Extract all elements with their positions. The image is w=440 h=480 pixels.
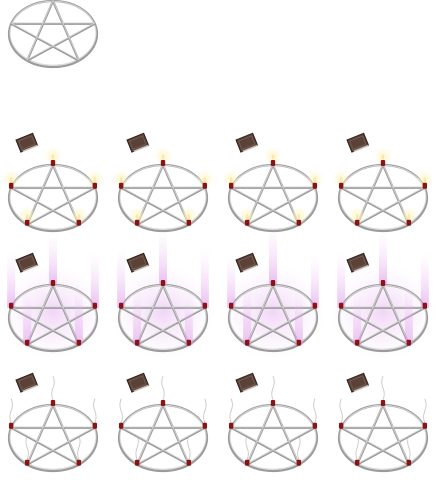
ritual-circle-sprite bbox=[0, 360, 110, 480]
candle-icon bbox=[289, 206, 308, 226]
candle-icon bbox=[269, 225, 277, 286]
candle-icon bbox=[76, 435, 82, 466]
candle-icon bbox=[112, 169, 131, 189]
candle-icon bbox=[8, 398, 14, 429]
candle-icon bbox=[200, 247, 209, 309]
ritual-circle-sprite bbox=[220, 225, 330, 360]
candle-icon bbox=[24, 435, 30, 466]
candle-icon bbox=[379, 233, 387, 286]
candle-icon bbox=[420, 251, 429, 309]
spellbook-icon bbox=[126, 252, 150, 273]
ritual-circle-sprite bbox=[110, 229, 220, 360]
candle-icon bbox=[23, 292, 32, 346]
candle-icon bbox=[202, 398, 208, 429]
candle-icon bbox=[92, 398, 98, 429]
candle-icon bbox=[74, 284, 83, 346]
candle-icon bbox=[184, 292, 193, 346]
candle-icon bbox=[160, 375, 166, 406]
ritual-circle-sprite bbox=[220, 360, 330, 480]
candle-icon bbox=[338, 398, 344, 429]
candle-icon bbox=[133, 288, 142, 346]
pentagram-icon bbox=[7, 403, 99, 473]
ritual-circle-sprite bbox=[330, 120, 440, 240]
spellbook-icon bbox=[235, 252, 259, 273]
candle-icon bbox=[134, 435, 140, 466]
ritual-circle-sprite bbox=[110, 120, 220, 240]
spellbook-icon bbox=[346, 372, 370, 393]
candle-icon bbox=[18, 206, 37, 226]
candle-icon bbox=[243, 284, 252, 346]
candle-icon bbox=[128, 206, 147, 226]
candle-icon bbox=[85, 169, 104, 189]
spellbook-icon bbox=[235, 372, 259, 393]
spellbook-icon bbox=[15, 252, 39, 273]
candle-icon bbox=[310, 255, 319, 309]
candle-icon bbox=[118, 398, 124, 429]
ritual-circle-sprite bbox=[330, 360, 440, 480]
candle-icon bbox=[227, 255, 236, 309]
candle-icon bbox=[49, 233, 57, 286]
candle-icon bbox=[117, 247, 126, 309]
candle-icon bbox=[7, 251, 16, 309]
candle-icon bbox=[296, 435, 302, 466]
candle-icon bbox=[348, 206, 367, 226]
candle-icon bbox=[294, 288, 303, 346]
candle-icon bbox=[374, 147, 392, 166]
spellbook-icon bbox=[346, 252, 370, 273]
ritual-circle-sprite bbox=[110, 360, 220, 480]
pentagram-icon bbox=[337, 403, 429, 473]
spellbook-icon bbox=[346, 132, 370, 153]
pentagram-icon bbox=[227, 403, 319, 473]
candle-icon bbox=[415, 169, 434, 189]
spellbook-icon bbox=[235, 132, 259, 153]
candle-icon bbox=[404, 284, 413, 346]
ritual-circle-sprite bbox=[0, 0, 110, 120]
candle-icon bbox=[186, 435, 192, 466]
candle-icon bbox=[195, 169, 214, 189]
candle-icon bbox=[69, 206, 88, 226]
candle-icon bbox=[337, 251, 346, 309]
ritual-circle-sprite bbox=[330, 233, 440, 360]
ritual-circle-sprite bbox=[0, 120, 110, 240]
candle-icon bbox=[2, 169, 21, 189]
candle-icon bbox=[354, 435, 360, 466]
candle-icon bbox=[222, 169, 241, 189]
ritual-circle-sprite bbox=[0, 233, 110, 360]
pentagram-icon bbox=[7, 0, 99, 69]
spellbook-icon bbox=[15, 132, 39, 153]
candle-icon bbox=[406, 435, 412, 466]
candle-icon bbox=[159, 229, 167, 286]
candle-icon bbox=[244, 435, 250, 466]
candle-icon bbox=[380, 375, 386, 406]
candle-icon bbox=[154, 147, 172, 166]
ritual-circle-sprite bbox=[220, 120, 330, 240]
candle-icon bbox=[422, 398, 428, 429]
candle-icon bbox=[50, 375, 56, 406]
candle-icon bbox=[44, 147, 62, 166]
candle-icon bbox=[399, 206, 418, 226]
candle-icon bbox=[90, 251, 99, 309]
candle-icon bbox=[332, 169, 351, 189]
candle-icon bbox=[270, 375, 276, 406]
candle-icon bbox=[305, 169, 324, 189]
pentagram-icon bbox=[117, 403, 209, 473]
candle-icon bbox=[179, 206, 198, 226]
candle-icon bbox=[353, 292, 362, 346]
spellbook-icon bbox=[126, 132, 150, 153]
spellbook-icon bbox=[15, 372, 39, 393]
candle-icon bbox=[228, 398, 234, 429]
spellbook-icon bbox=[126, 372, 150, 393]
candle-icon bbox=[238, 206, 257, 226]
candle-icon bbox=[264, 147, 282, 166]
candle-icon bbox=[312, 398, 318, 429]
